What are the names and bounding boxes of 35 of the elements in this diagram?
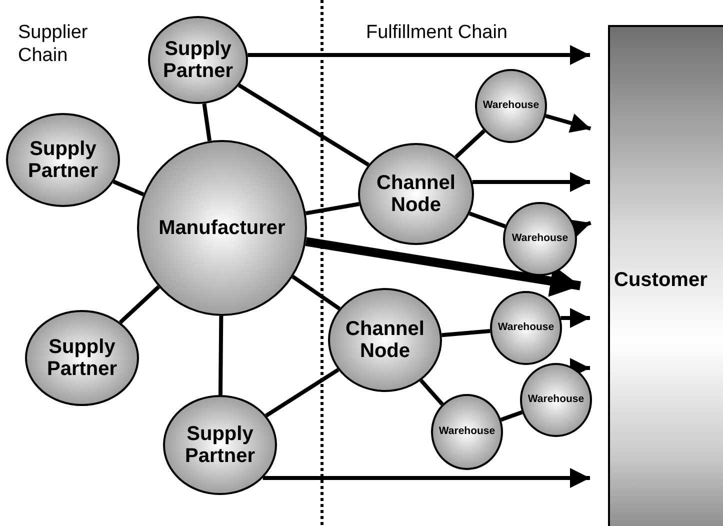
arrow bbox=[248, 45, 590, 65]
connector-line bbox=[112, 180, 144, 196]
node-label: Manufacturer bbox=[158, 216, 286, 240]
connector-line bbox=[442, 329, 490, 338]
connector-line bbox=[202, 103, 212, 142]
node-label: Customer bbox=[614, 268, 708, 292]
arrow bbox=[305, 237, 582, 297]
node-label: Warehouse bbox=[528, 394, 584, 406]
node-label: Supply Partner bbox=[46, 336, 118, 380]
node-label: Warehouse bbox=[498, 322, 554, 334]
arrow bbox=[472, 172, 590, 192]
node-label: Supply Partner bbox=[162, 38, 234, 82]
connector-line bbox=[419, 379, 444, 406]
gradient-panel bbox=[608, 25, 723, 526]
connector-line bbox=[118, 285, 160, 324]
connector-line bbox=[218, 316, 224, 396]
connector-line bbox=[468, 212, 506, 228]
arrow bbox=[262, 468, 590, 488]
node-label: Warehouse bbox=[482, 100, 540, 112]
node-label: Channel Node bbox=[344, 318, 426, 362]
section-label: Fulfillment Chain bbox=[366, 22, 508, 45]
connector-line bbox=[265, 368, 340, 418]
section-label: Supplier Chain bbox=[18, 22, 89, 68]
node-label: Channel Node bbox=[376, 172, 456, 216]
connector-line bbox=[454, 129, 486, 158]
node-label: Supply Partner bbox=[26, 138, 100, 182]
node-label: Supply Partner bbox=[184, 422, 256, 468]
connector-line bbox=[305, 202, 360, 216]
connector-line bbox=[500, 410, 523, 422]
node-label: Warehouse bbox=[512, 233, 568, 245]
arrow bbox=[545, 114, 592, 133]
arrow bbox=[560, 308, 590, 328]
connector-line bbox=[238, 84, 370, 166]
node-label: Warehouse bbox=[438, 426, 496, 438]
connector-line bbox=[292, 275, 341, 310]
